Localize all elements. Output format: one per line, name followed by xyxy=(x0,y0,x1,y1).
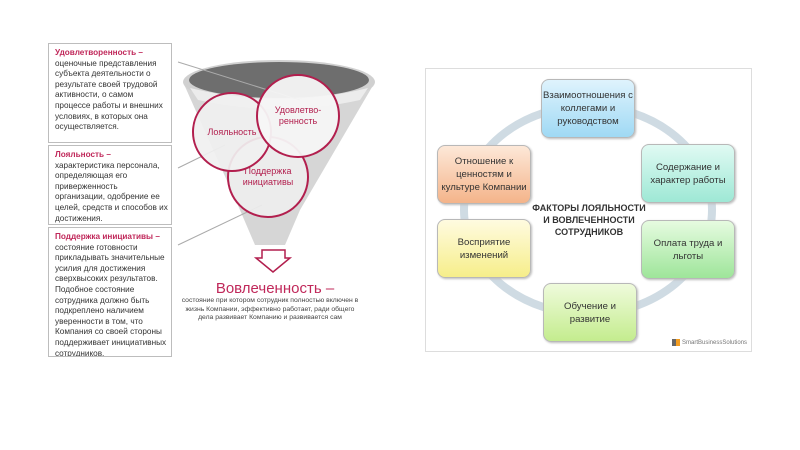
factor-label: Отношение к ценностям и культуре Компани… xyxy=(441,156,527,193)
note-title: Поддержка инициативы – xyxy=(55,232,160,241)
circle-satisfaction: Удовлетво-ренность xyxy=(256,74,340,158)
circle-label: Поддержка инициативы xyxy=(242,166,294,187)
factor-label: Содержание и характер работы xyxy=(650,161,726,186)
factor-pay: Оплата труда и льготы xyxy=(641,220,735,279)
down-arrow-icon xyxy=(253,249,293,273)
circle-label: Удовлетво-ренность xyxy=(274,105,322,126)
factors-panel xyxy=(425,68,752,352)
note-title: Лояльность – xyxy=(55,150,111,159)
factors-center-title: ФАКТОРЫ ЛОЯЛЬНОСТИ И ВОВЛЕЧЕННОСТИ СОТРУ… xyxy=(532,203,646,237)
logo: SmartBusinessSolutions xyxy=(672,339,747,346)
factor-label: Обучение и развитие xyxy=(564,300,616,325)
note-satisfaction: Удовлетворенность – оценочные представле… xyxy=(48,43,172,143)
engagement-text: состояние при котором сотрудник полность… xyxy=(181,297,359,322)
factor-label: Взаимоотношения с коллегами и руководств… xyxy=(543,90,633,127)
note-title: Удовлетворенность – xyxy=(55,48,143,57)
factor-values: Отношение к ценностям и культуре Компани… xyxy=(437,145,531,204)
factor-training: Обучение и развитие xyxy=(543,283,637,342)
note-text: состояние готовности прикладывать значит… xyxy=(55,242,167,357)
factor-label: Восприятие изменений xyxy=(457,236,511,261)
factor-work-content: Содержание и характер работы xyxy=(641,144,735,203)
note-loyalty: Лояльность – характеристика персонала, о… xyxy=(48,145,172,225)
note-text: оценочные представления субъекта деятель… xyxy=(55,58,163,132)
engagement-title: Вовлеченность – xyxy=(215,280,335,297)
note-initiative: Поддержка инициативы – состояние готовно… xyxy=(48,227,172,357)
circle-label: Лояльность xyxy=(207,126,257,137)
factor-change-perception: Восприятие изменений xyxy=(437,219,531,278)
factor-label: Оплата труда и льготы xyxy=(653,237,723,262)
logo-text: SmartBusinessSolutions xyxy=(682,339,748,346)
note-text: характеристика персонала, определяющая е… xyxy=(55,160,168,223)
factor-relationships: Взаимоотношения с коллегами и руководств… xyxy=(541,79,635,138)
logo-icon xyxy=(672,339,680,346)
